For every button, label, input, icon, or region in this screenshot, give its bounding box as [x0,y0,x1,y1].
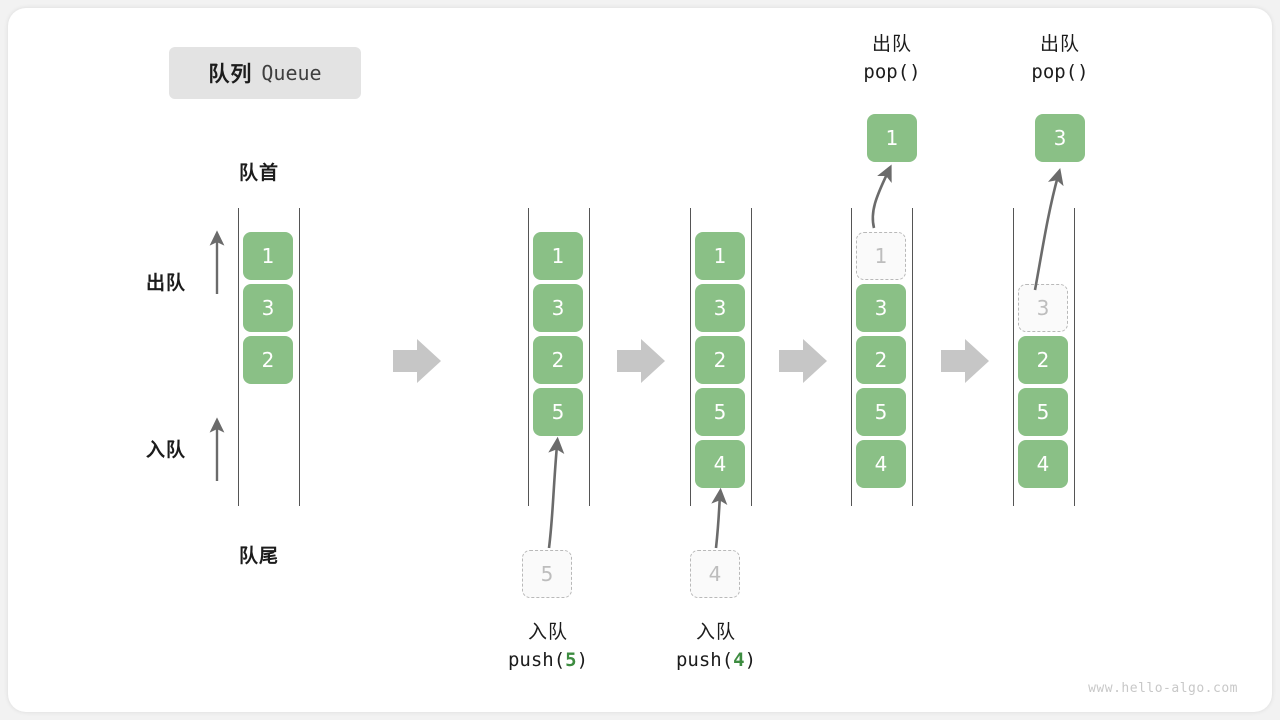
queue-item: 3 [243,284,293,332]
queue-item: 2 [856,336,906,384]
queue-stage-5: 3 2 5 4 [1013,208,1075,506]
queue-rail-left [238,208,239,506]
pop-caption-code: pop() [863,60,921,83]
pop-caption-cn: 出队 [871,34,912,55]
queue-rail-left [528,208,529,506]
title-badge: 队列 Queue [169,47,361,99]
push-caption-code: push(4) [675,648,757,671]
pop-caption-cn: 出队 [1039,34,1080,55]
queue-rail-right [589,208,590,506]
push-ghost-box: 5 [522,550,572,598]
queue-stage-2: 1 3 2 5 [528,208,590,506]
diagram-card [8,8,1272,712]
queue-item: 1 [533,232,583,280]
queue-item: 5 [1018,388,1068,436]
queue-item: 4 [695,440,745,488]
queue-stage-1: 1 3 2 [238,208,300,506]
push-caption-4: 入队 push(4) [630,620,802,674]
queue-item: 3 [533,284,583,332]
queue-item: 3 [856,284,906,332]
push-caption-5: 入队 push(5) [462,620,634,674]
title-label-cn: 队列 [208,63,253,86]
queue-item: 4 [856,440,906,488]
push-caption-code: push(5) [507,648,589,671]
queue-rail-right [299,208,300,506]
queue-item: 3 [695,284,745,332]
enqueue-label: 入队 [146,440,187,461]
queue-item: 2 [1018,336,1068,384]
queue-rail-left [851,208,852,506]
queue-item: 5 [695,388,745,436]
popped-box: 3 [1035,114,1085,162]
queue-item: 1 [243,232,293,280]
push-caption-cn: 入队 [527,622,568,643]
queue-rail-left [1013,208,1014,506]
pop-caption-3: 出队 pop() [974,32,1146,86]
title-label-en: Queue [261,61,322,85]
queue-item: 5 [856,388,906,436]
pop-caption-1: 出队 pop() [806,32,978,86]
popped-box: 1 [867,114,917,162]
queue-rail-left [690,208,691,506]
queue-rail-right [751,208,752,506]
queue-stage-3: 1 3 2 5 4 [690,208,752,506]
queue-item-ghost: 3 [1018,284,1068,332]
queue-rail-right [912,208,913,506]
queue-item-ghost: 1 [856,232,906,280]
queue-item: 2 [695,336,745,384]
queue-item: 4 [1018,440,1068,488]
watermark: www.hello-algo.com [1088,681,1238,696]
queue-rail-right [1074,208,1075,506]
queue-stage-4: 1 3 2 5 4 [851,208,913,506]
pop-caption-code: pop() [1031,60,1089,83]
push-caption-cn: 入队 [695,622,736,643]
queue-tail-label: 队尾 [239,546,280,567]
dequeue-label: 出队 [146,273,187,294]
queue-item: 2 [533,336,583,384]
queue-item: 1 [695,232,745,280]
queue-item: 5 [533,388,583,436]
queue-head-label: 队首 [239,163,280,184]
queue-item: 2 [243,336,293,384]
push-ghost-box: 4 [690,550,740,598]
